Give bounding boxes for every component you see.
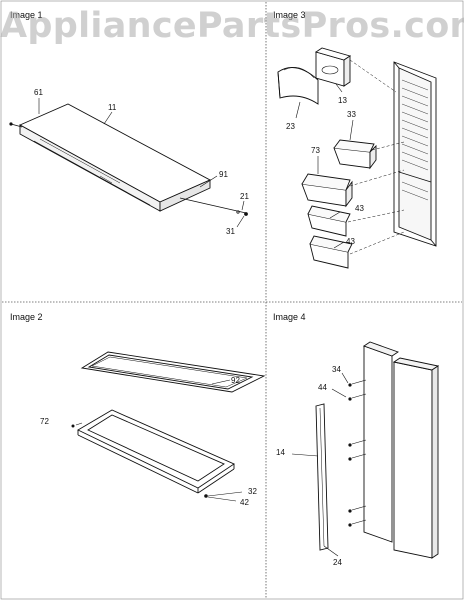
door-panel-front-part	[392, 357, 440, 559]
callout-44: 44	[318, 383, 327, 392]
callout-13: 13	[338, 96, 347, 105]
callout-42: 42	[240, 498, 249, 507]
door-panel-back-part	[363, 341, 399, 543]
panel-4-leaders	[291, 372, 349, 557]
door-bin-43-lower-part	[309, 235, 353, 269]
callout-33: 33	[347, 110, 356, 119]
callout-23: 23	[286, 122, 295, 131]
handle-part	[315, 403, 329, 551]
panel-4-title: Image 4	[273, 312, 306, 322]
shelf-pin-part	[9, 122, 248, 216]
shelf-glass-part	[18, 103, 212, 212]
callout-61: 61	[34, 88, 43, 97]
panel-1-title: Image 1	[10, 10, 43, 20]
crisper-frame-part	[77, 409, 235, 494]
dairy-cover-part	[277, 67, 319, 105]
callout-43-lower: 43	[346, 237, 355, 246]
callout-31: 31	[226, 227, 235, 236]
panel-3-title: Image 3	[273, 10, 306, 20]
callout-72: 72	[40, 417, 49, 426]
callout-32: 32	[248, 487, 257, 496]
panel-2-title: Image 2	[10, 312, 43, 322]
door-liner-part	[393, 61, 437, 247]
callout-91: 91	[219, 170, 228, 179]
panel-3-callout-ticks	[295, 83, 354, 249]
dairy-bin-part	[314, 47, 352, 87]
callout-92: 92	[231, 376, 240, 385]
callout-73: 73	[311, 146, 320, 155]
callout-21: 21	[240, 192, 249, 201]
callout-43-upper: 43	[355, 204, 364, 213]
panel-1-leaders	[38, 98, 245, 228]
door-bin-33-part	[333, 139, 377, 170]
frame-screw-part	[71, 424, 208, 498]
panel-3-leaders	[347, 59, 405, 255]
callout-14: 14	[276, 448, 285, 457]
gasket-part	[80, 351, 266, 393]
callout-24: 24	[333, 558, 342, 567]
handle-screws-part	[348, 379, 367, 527]
panel-2-leaders	[75, 379, 243, 502]
door-shelf-ridges	[401, 79, 429, 201]
door-bin-43-upper-part	[307, 205, 351, 237]
callout-11: 11	[108, 103, 117, 112]
door-bin-73-part	[301, 173, 353, 208]
callout-34: 34	[332, 365, 341, 374]
